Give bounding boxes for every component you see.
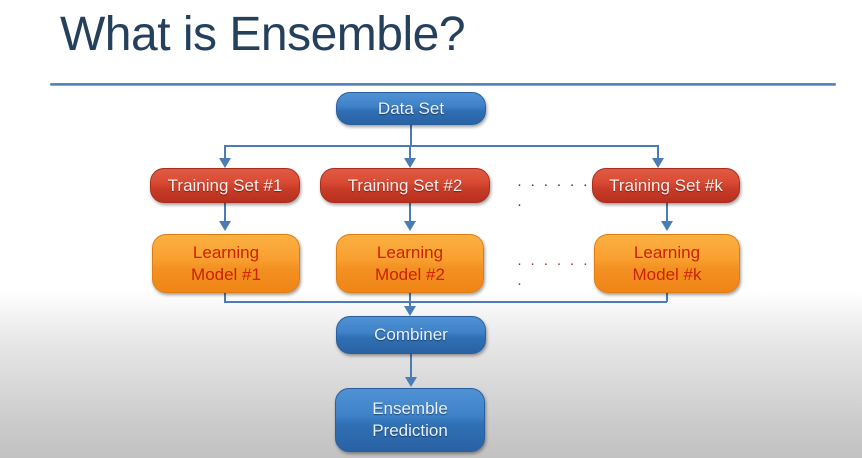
- arrow-to-ensemble-prediction: [405, 377, 417, 387]
- node-data-set-label: Data Set: [377, 98, 445, 118]
- ellipsis-model-dot: ·: [517, 275, 524, 292]
- node-training-set-1[interactable]: Training Set #1: [150, 168, 300, 203]
- node-learning-model-2[interactable]: Learning Model #2: [336, 234, 484, 293]
- node-learning-model-3[interactable]: Learning Model #k: [594, 234, 740, 293]
- node-training-set-3-label: Training Set #k: [609, 175, 723, 195]
- arrow-to-training-set-3: [652, 158, 664, 168]
- connector-branch-3: [657, 145, 659, 160]
- ellipsis-training-dot: ·: [517, 196, 524, 213]
- ellipsis-model-dots: · · · · · ·: [517, 255, 590, 272]
- connector-branch-1: [224, 145, 226, 160]
- node-combiner-label: Combiner: [374, 325, 448, 344]
- node-learning-model-2-label: Learning Model #2: [375, 242, 445, 284]
- connector-lm1-down: [224, 289, 226, 302]
- connector-lm3-down: [666, 289, 668, 302]
- page-title: What is Ensemble?: [60, 8, 466, 61]
- arrow-to-training-set-2: [404, 158, 416, 168]
- title-divider: [50, 83, 836, 86]
- ellipsis-training-sets: · · · · · · ·: [517, 176, 590, 213]
- arrow-to-combiner: [404, 306, 416, 316]
- node-training-set-2-label: Training Set #2: [347, 175, 463, 195]
- arrow-to-learning-model-1: [219, 221, 231, 231]
- arrow-to-learning-model-2: [404, 221, 416, 231]
- node-combiner[interactable]: Combiner: [336, 316, 486, 354]
- node-ensemble-prediction-label: Ensemble Prediction: [372, 399, 448, 440]
- node-learning-model-1-label: Learning Model #1: [191, 242, 261, 284]
- node-training-set-1-label: Training Set #1: [167, 175, 283, 195]
- ellipsis-learning-models: · · · · · · ·: [517, 255, 590, 292]
- connector-ts1-to-lm1: [224, 203, 226, 222]
- connector-aggregation-bar: [224, 301, 667, 303]
- connector-lm2-to-combiner: [409, 289, 411, 309]
- arrow-to-training-set-1: [219, 158, 231, 168]
- arrow-to-learning-model-3: [661, 221, 673, 231]
- connector-combiner-to-output: [410, 354, 412, 379]
- connector-distribution-bar: [224, 145, 658, 147]
- node-data-set[interactable]: Data Set: [336, 92, 486, 125]
- node-training-set-3[interactable]: Training Set #k: [592, 168, 740, 203]
- connector-branch-2: [409, 145, 411, 160]
- connector-ts3-to-lm3: [666, 203, 668, 222]
- node-ensemble-prediction[interactable]: Ensemble Prediction: [335, 388, 485, 452]
- ellipsis-training-dots: · · · · · ·: [517, 176, 590, 193]
- connector-ts2-to-lm2: [409, 203, 411, 222]
- node-training-set-2[interactable]: Training Set #2: [320, 168, 490, 203]
- node-learning-model-3-label: Learning Model #k: [632, 242, 702, 284]
- node-learning-model-1[interactable]: Learning Model #1: [152, 234, 300, 293]
- connector-dataset-down: [410, 124, 412, 146]
